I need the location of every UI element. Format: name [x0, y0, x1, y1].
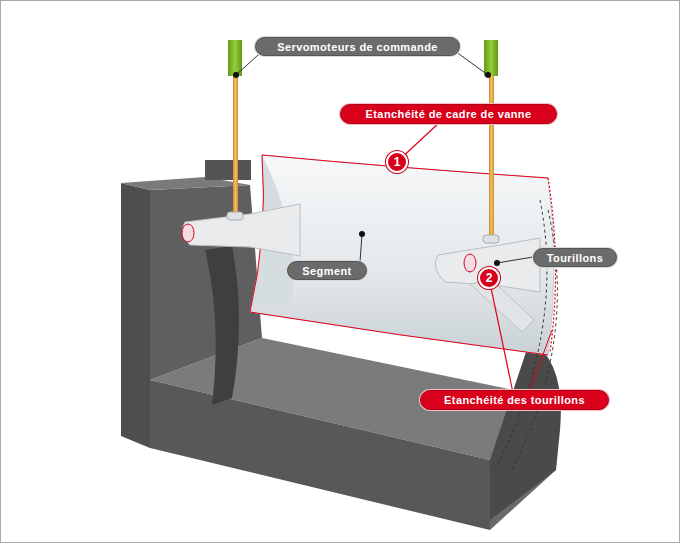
- piston-rod: [489, 75, 494, 238]
- leader-connector: [405, 124, 438, 155]
- servomotor-cylinder: [228, 40, 242, 76]
- right-pier: [490, 340, 561, 520]
- part-label: Servomoteurs de commande: [255, 37, 460, 56]
- left-wall-front: [121, 183, 150, 448]
- leader-line: [497, 257, 533, 263]
- left-arm: [182, 204, 300, 256]
- hoist-base: [205, 160, 251, 180]
- leader-line: [360, 234, 362, 262]
- callout-number: 1: [386, 151, 408, 173]
- callout-number: 2: [478, 267, 500, 289]
- right-arm: [435, 238, 540, 292]
- label-text: Tourillons: [547, 252, 603, 264]
- seal-label: Etanchéité de cadre de vanne: [340, 104, 557, 124]
- leader-dot: [494, 260, 500, 266]
- leader-dot: [233, 72, 239, 78]
- leader-connector: [491, 289, 512, 390]
- label-text: Etanchéité de cadre de vanne: [366, 108, 532, 120]
- label-text: Servomoteurs de commande: [277, 41, 438, 53]
- servomotor-cylinder: [484, 40, 498, 76]
- side-seal-plate: [205, 246, 239, 405]
- seal-label: Etanchéité des tourillons: [420, 390, 609, 410]
- label-text: 2: [486, 271, 493, 285]
- label-text: Etanchéité des tourillons: [444, 394, 585, 406]
- left-trunnion: [182, 224, 194, 242]
- label-text: 1: [394, 155, 401, 169]
- right-trunnion: [464, 254, 476, 272]
- right-strut: [470, 280, 534, 332]
- leader-dot: [359, 231, 365, 237]
- leader-line: [530, 330, 552, 390]
- leader-dot: [485, 72, 491, 78]
- part-label: Tourillons: [533, 248, 617, 267]
- part-label: Segment: [287, 261, 367, 280]
- rod-clevis: [483, 235, 499, 243]
- rod-clevis: [227, 212, 243, 220]
- piston-rod: [233, 75, 238, 215]
- label-text: Segment: [302, 265, 351, 277]
